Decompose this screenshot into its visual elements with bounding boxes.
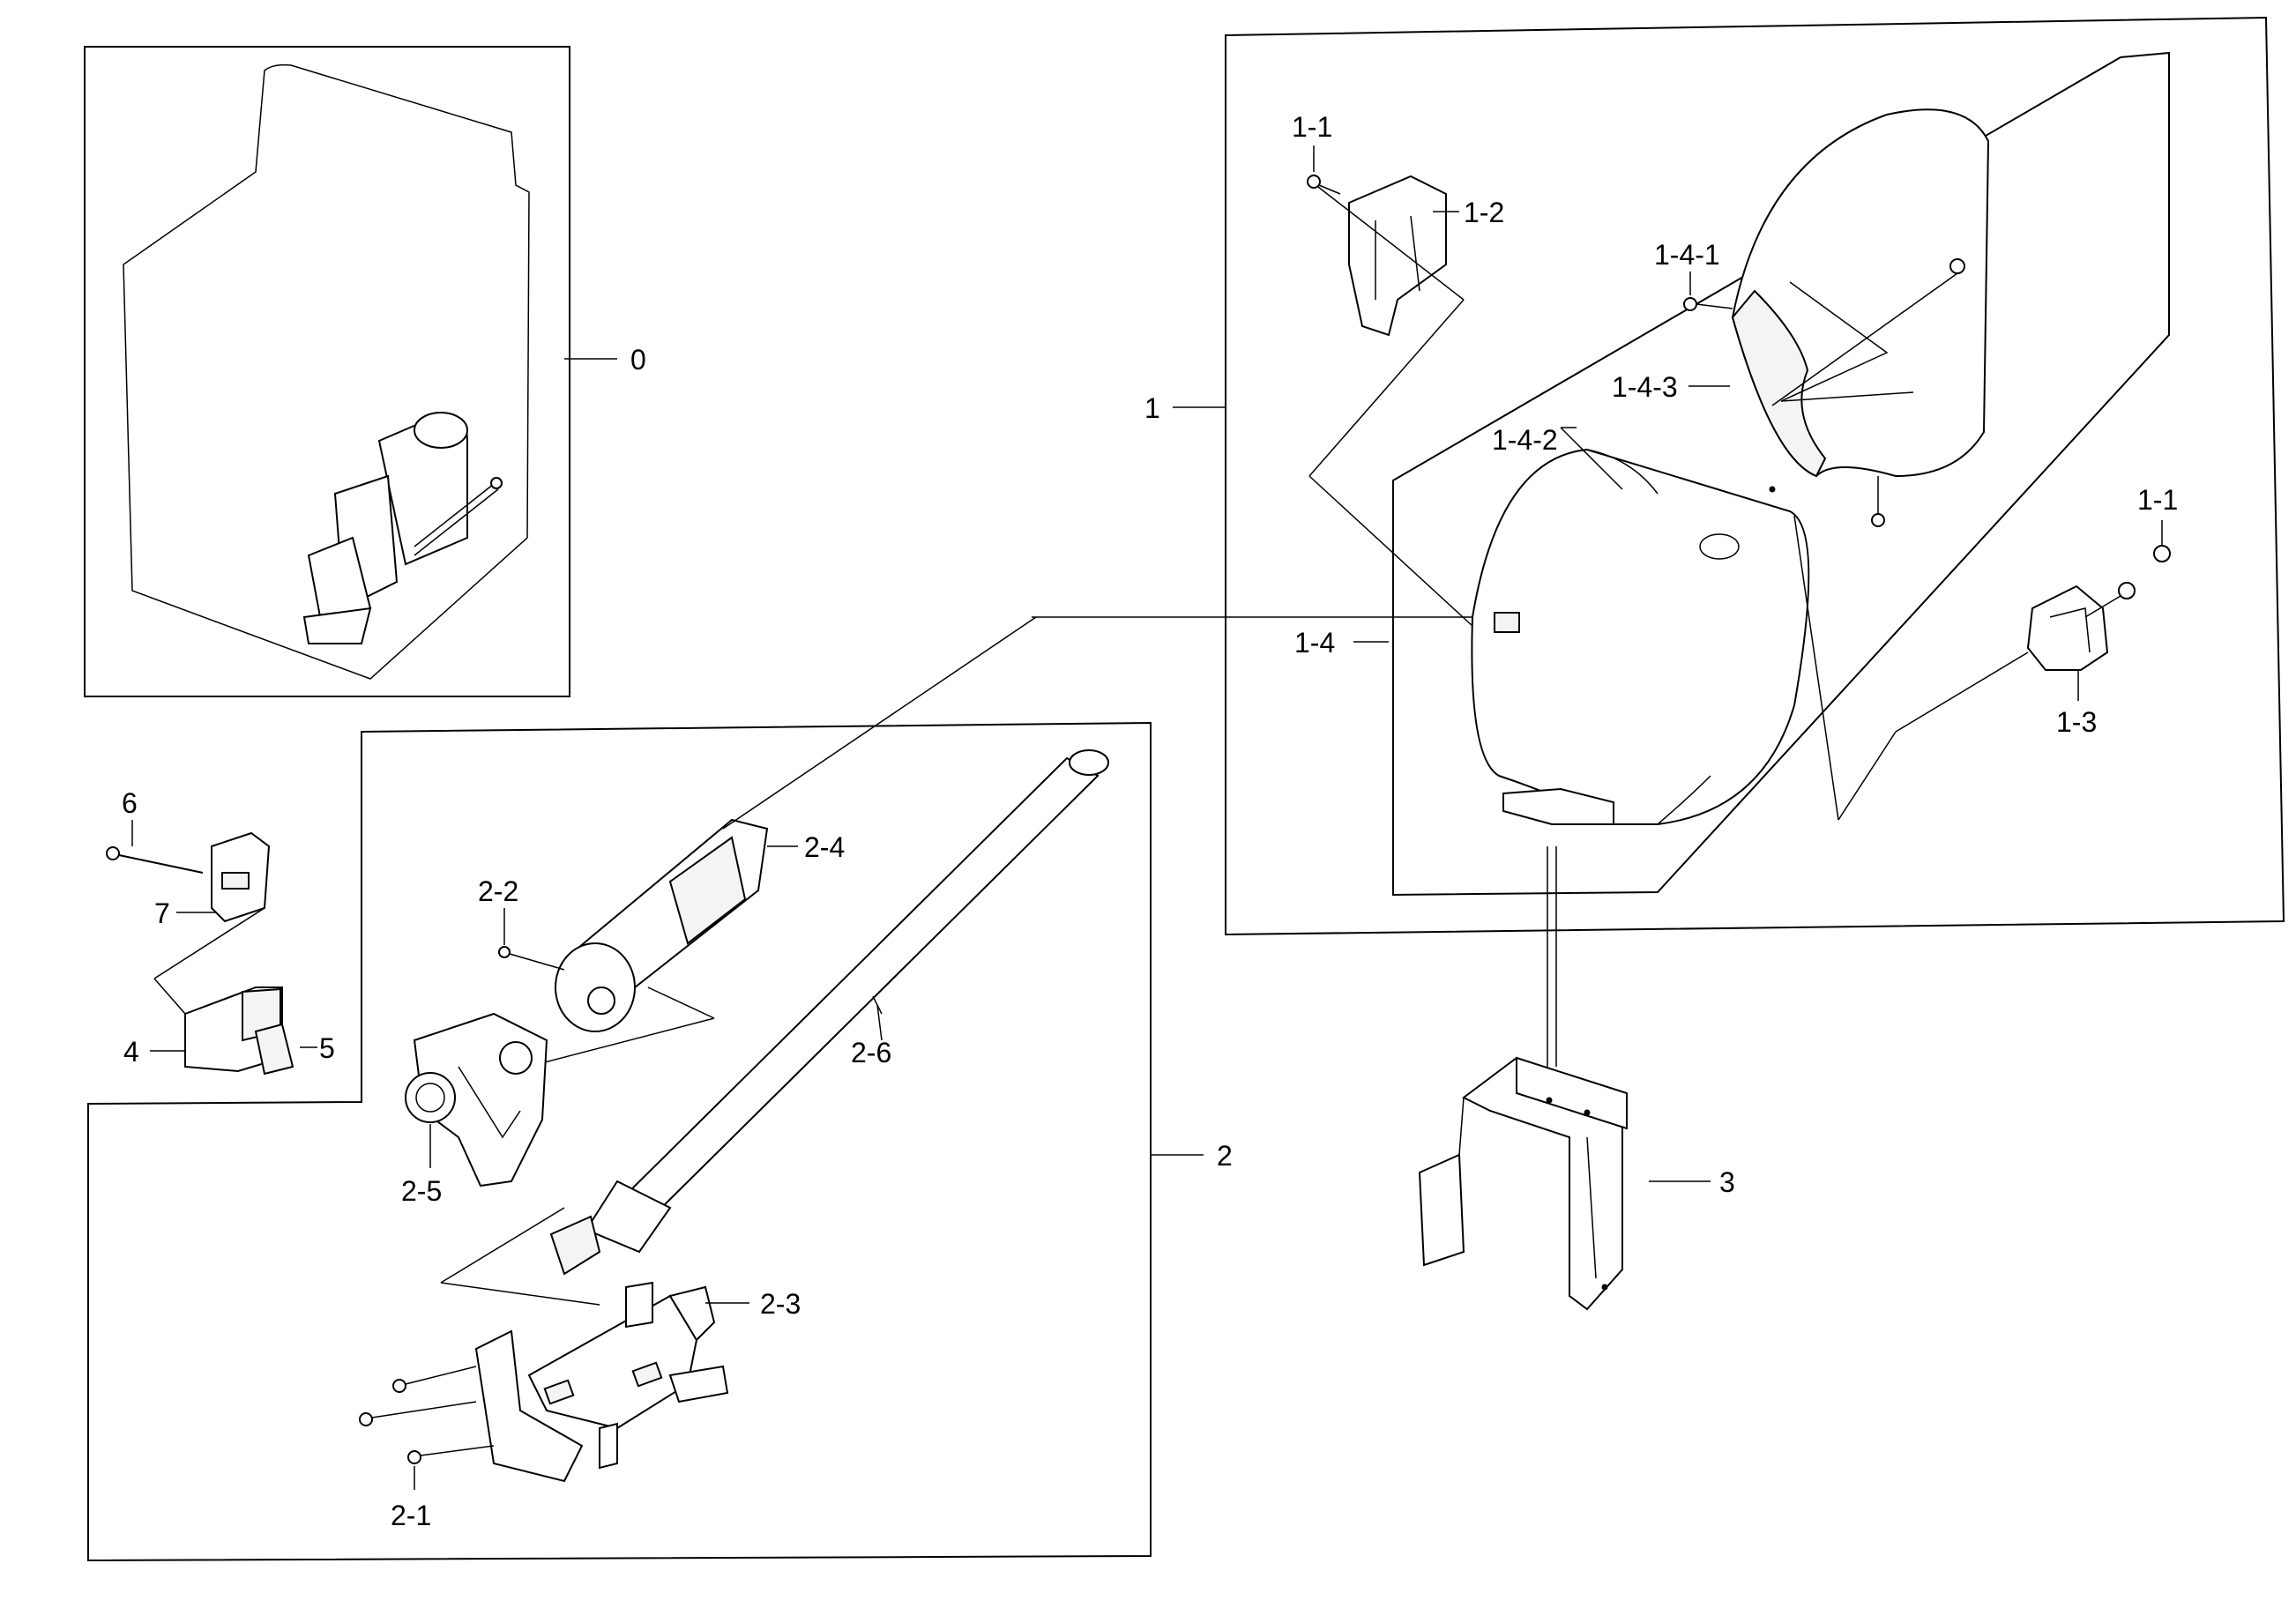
drum-front-1-4-2 (1032, 448, 1810, 825)
callout-1-2: 1-2 (1464, 197, 1504, 228)
valve-bracket-2-3 (359, 1207, 729, 1483)
frame-bracket-3: 3 (1418, 846, 1735, 1311)
burner-tube-2-6 (549, 749, 1109, 1276)
callout-1-3: 1-3 (2056, 706, 2097, 738)
callout-2-6: 2-6 (851, 1037, 891, 1068)
callout-2-2: 2-2 (478, 875, 518, 907)
assembly-box-2: 2 2-4 2-2 2-6 (87, 616, 1233, 1562)
callout-2-1: 2-1 (391, 1500, 431, 1531)
callout-2-3: 2-3 (760, 1288, 801, 1320)
motor-illustration (302, 412, 503, 644)
callout-0: 0 (630, 344, 646, 376)
callout-2-4: 2-4 (804, 831, 845, 863)
callout-1: 1 (1144, 392, 1160, 424)
callout-1-4-1: 1-4-1 (1654, 239, 1720, 271)
loose-parts-group: 6 7 4 5 (106, 787, 335, 1076)
drum-rear-1-4-3 (1683, 108, 1990, 527)
bracket-1-2 (1307, 175, 1473, 627)
callout-6: 6 (122, 787, 138, 819)
callout-1-4: 1-4 (1294, 627, 1335, 659)
callout-1-1-right: 1-1 (2137, 484, 2178, 516)
callout-1-4-3: 1-4-3 (1612, 371, 1678, 403)
callout-3: 3 (1719, 1166, 1735, 1198)
gas-valve-2-5 (405, 1012, 548, 1187)
assembly-box-1: 1 1-4 1-1 1-2 (1032, 16, 2285, 936)
callout-2: 2 (1217, 1140, 1233, 1172)
callout-2-5: 2-5 (401, 1175, 442, 1207)
bracket-1-3 (1895, 545, 2171, 733)
callout-4: 4 (123, 1036, 139, 1068)
callout-1-4-2: 1-4-2 (1492, 424, 1558, 456)
assembly-box-0: 0 (84, 46, 646, 697)
callout-7: 7 (154, 897, 170, 929)
callout-5: 5 (319, 1032, 335, 1064)
burner-duct-2-4 (493, 616, 1037, 1076)
callout-1-1-top: 1-1 (1292, 111, 1332, 143)
